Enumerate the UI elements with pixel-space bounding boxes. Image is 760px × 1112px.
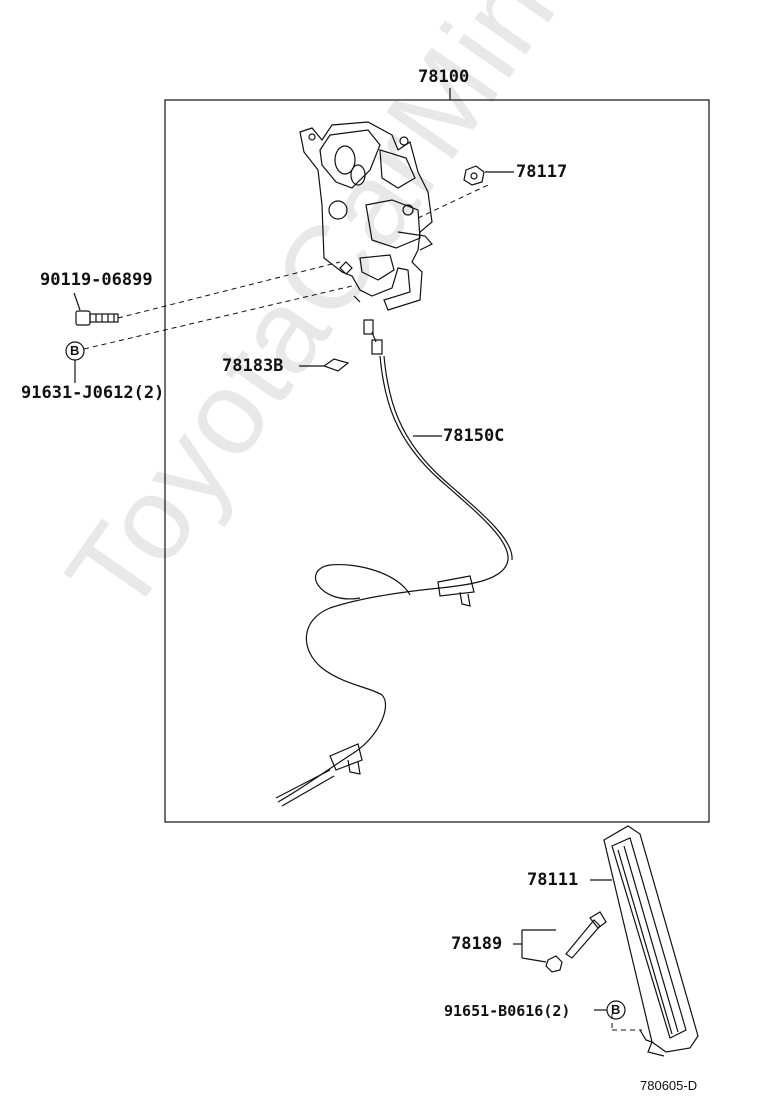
- marker-b-right-text: B: [611, 1002, 621, 1017]
- label-78150c: 78150C: [443, 426, 505, 446]
- marker-b-left-text: B: [70, 343, 80, 358]
- throttle-mechanism: [299, 121, 433, 311]
- label-78117: 78117: [516, 162, 568, 182]
- assembly-frame: [164, 99, 710, 823]
- cable-end-upper: [363, 319, 383, 355]
- clip-78183b: [322, 358, 350, 372]
- label-90119-06899: 90119-06899: [40, 270, 153, 290]
- label-78183b: 78183B: [222, 356, 284, 376]
- pedal-78111: [603, 825, 699, 1057]
- label-91631-j0612: 91631-J0612(2): [21, 383, 165, 403]
- cable-78150c: [277, 355, 509, 803]
- label-78100: 78100: [418, 67, 470, 87]
- label-78189: 78189: [451, 934, 503, 954]
- nut-78117: [463, 165, 485, 186]
- label-91651-b0616: 91651-B0616(2): [444, 1002, 571, 1020]
- bolt-90119: [75, 310, 119, 326]
- pedal-kit-78189: [513, 911, 607, 973]
- diagram-code: 780605-D: [640, 1078, 698, 1093]
- label-78111: 78111: [527, 870, 579, 890]
